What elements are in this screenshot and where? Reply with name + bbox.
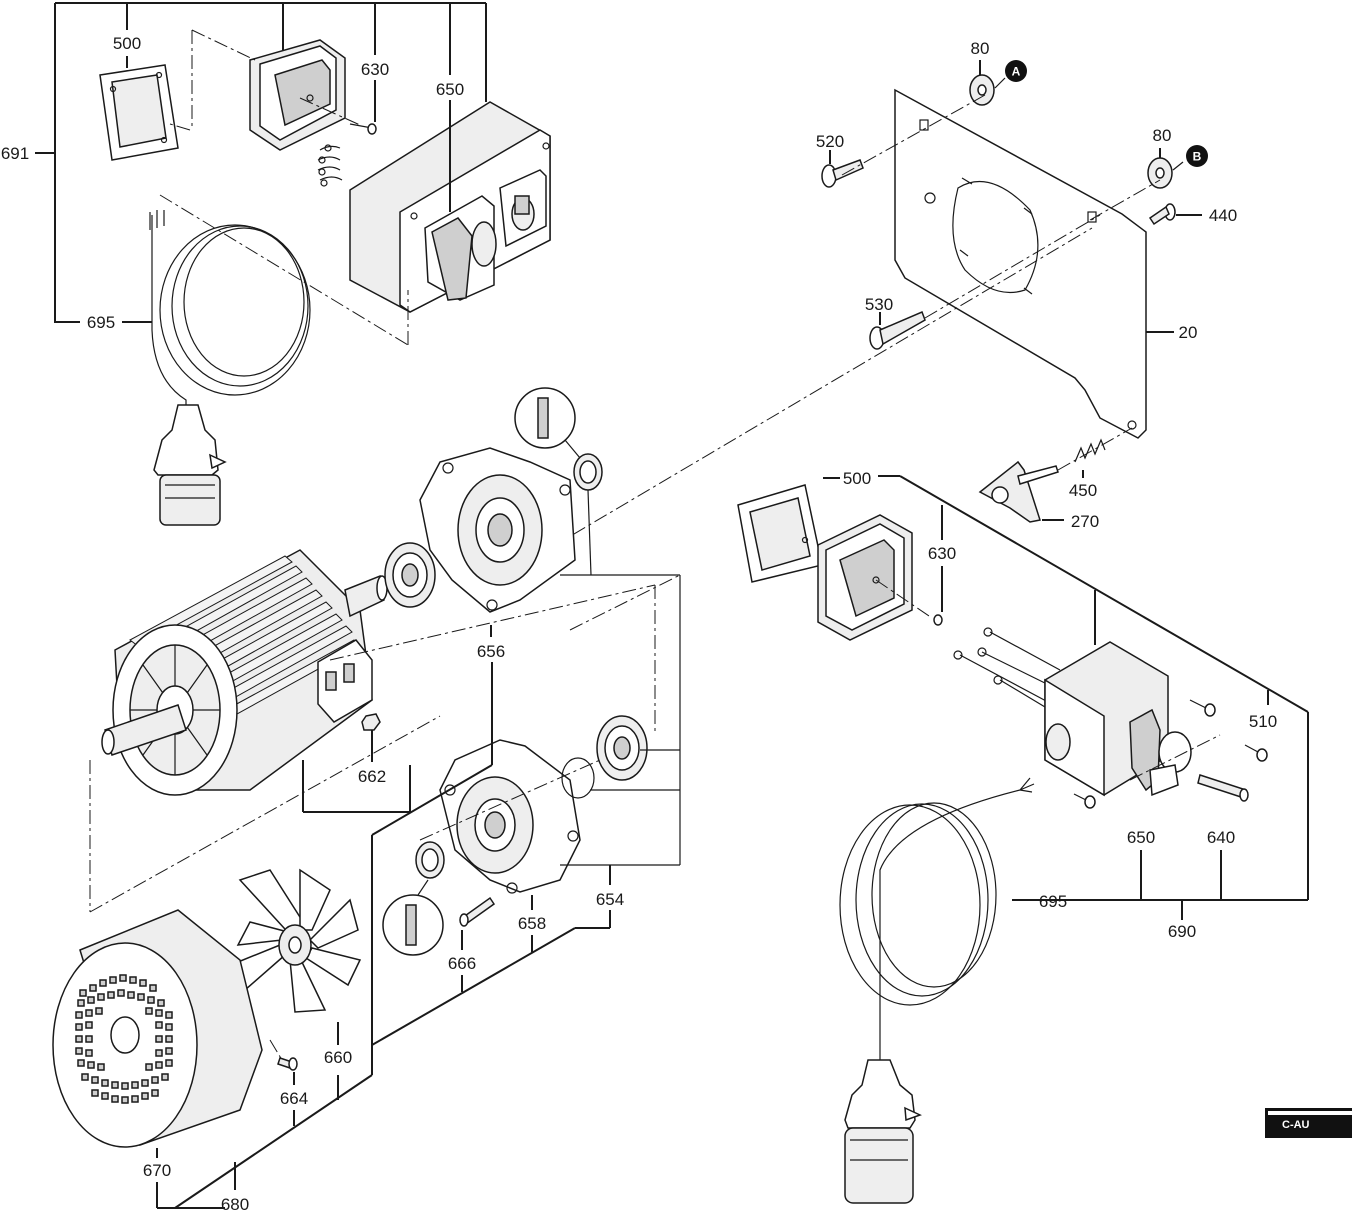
callout-650-right: 650 xyxy=(1127,828,1155,847)
badge-a-icon: A xyxy=(1005,60,1027,82)
cable-coil-top xyxy=(149,210,311,410)
nut-662 xyxy=(361,713,381,762)
callout-80-a: 80 xyxy=(971,39,990,58)
callout-690: 690 xyxy=(1168,922,1196,941)
callout-440: 440 xyxy=(1209,206,1237,225)
callout-691: 691 xyxy=(1,144,29,163)
screw-664 xyxy=(277,1057,298,1085)
callout-658: 658 xyxy=(518,914,546,933)
screw-640 xyxy=(1197,774,1249,802)
callout-662: 662 xyxy=(358,767,386,786)
screw-630-right xyxy=(933,566,943,626)
washer-80-b xyxy=(1147,148,1184,189)
callout-450: 450 xyxy=(1069,481,1097,500)
screw-666 xyxy=(459,896,496,950)
assembly-691-brackets xyxy=(35,2,487,323)
bearing-bottom xyxy=(596,715,648,781)
end-shield-658 xyxy=(439,739,581,910)
callout-680: 680 xyxy=(221,1195,249,1211)
knob-270 xyxy=(978,460,1064,523)
cable-coil-right xyxy=(839,777,1035,1060)
callout-656: 656 xyxy=(477,642,505,661)
badge-b-icon: B xyxy=(1186,145,1208,167)
svg-text:B: B xyxy=(1193,150,1202,164)
callout-666: 666 xyxy=(448,954,476,973)
plug-top xyxy=(153,404,227,526)
screw-520 xyxy=(821,150,864,188)
callout-500-right: 500 xyxy=(843,469,871,488)
screw-510-a xyxy=(1189,699,1216,717)
fan-cover-670 xyxy=(52,909,263,1158)
callout-654: 654 xyxy=(596,890,624,909)
spring-450 xyxy=(1074,438,1106,478)
screw-630-top xyxy=(349,80,377,135)
junction-box-top xyxy=(249,39,346,151)
callout-630-top: 630 xyxy=(361,60,389,79)
switch-box-right xyxy=(1044,641,1192,797)
motor-body xyxy=(112,549,388,796)
callout-660: 660 xyxy=(324,1048,352,1067)
callout-630-right: 630 xyxy=(928,544,956,563)
switch-box-top xyxy=(349,100,551,313)
callout-500-top: 500 xyxy=(113,34,141,53)
callout-520: 520 xyxy=(816,132,844,151)
end-shield-656 xyxy=(419,447,576,637)
bearing-top xyxy=(384,542,436,608)
callout-695-right: 695 xyxy=(1039,892,1067,911)
callout-650-top: 650 xyxy=(436,80,464,99)
seal-detail-top-icon xyxy=(514,387,581,459)
motor-shaft xyxy=(101,704,187,756)
callout-640: 640 xyxy=(1207,828,1235,847)
svg-text:C-AU: C-AU xyxy=(1282,1119,1310,1131)
wire-terminals-right xyxy=(953,627,1061,711)
wire-terminals-top xyxy=(317,144,343,187)
callout-270: 270 xyxy=(1071,512,1099,531)
callout-670: 670 xyxy=(143,1161,171,1180)
assembly-690-brackets xyxy=(878,475,1309,920)
callout-80-b: 80 xyxy=(1153,126,1172,145)
assembly-680-brackets xyxy=(156,574,681,1209)
callout-20: 20 xyxy=(1179,323,1198,342)
gasket-500-top xyxy=(99,56,179,161)
callout-664: 664 xyxy=(280,1089,308,1108)
callout-530: 530 xyxy=(865,295,893,314)
callout-510: 510 xyxy=(1249,712,1277,731)
screw-510-c xyxy=(1073,793,1096,809)
seal-detail-bottom-icon xyxy=(382,879,444,956)
screw-440 xyxy=(1148,203,1202,226)
screw-530 xyxy=(869,311,926,350)
fan-660 xyxy=(236,868,362,1045)
junction-box-right xyxy=(817,514,933,641)
seal-ring-top xyxy=(573,453,603,576)
plug-right xyxy=(844,1059,922,1204)
svg-text:A: A xyxy=(1012,65,1021,79)
callout-labels: 691 500 630 650 695 80 80 520 440 530 20… xyxy=(1,34,1277,1211)
screw-510-b xyxy=(1244,744,1268,762)
gasket-500-right xyxy=(737,477,840,583)
circlip xyxy=(561,757,595,799)
seal-ring-bottom xyxy=(415,841,445,879)
washer-80-a xyxy=(969,60,1006,106)
document-stamp: C-AU xyxy=(1265,1108,1352,1138)
mounting-plate-20 xyxy=(894,88,1174,439)
callout-695-top: 695 xyxy=(87,313,115,332)
